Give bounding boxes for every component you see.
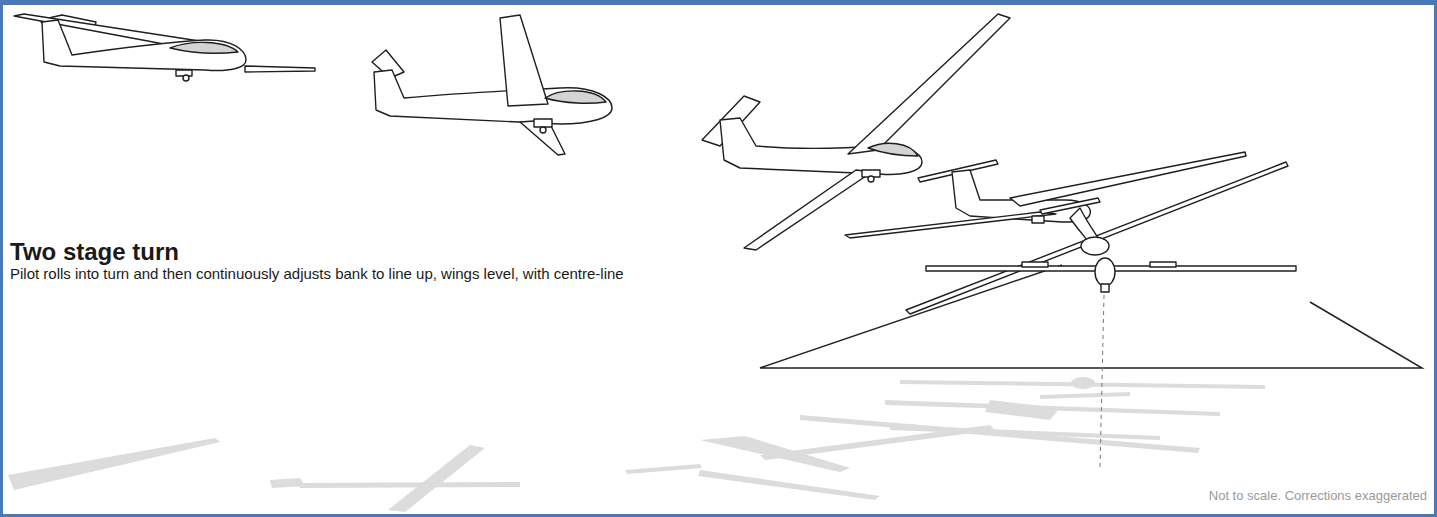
diagram-title: Two stage turn xyxy=(10,238,179,266)
runway xyxy=(760,265,1422,468)
scale-note: Not to scale. Corrections exaggerated xyxy=(1209,488,1427,503)
glider-shadows xyxy=(8,377,1265,512)
diagram-caption: Pilot rolls into turn and then continuou… xyxy=(10,265,624,282)
